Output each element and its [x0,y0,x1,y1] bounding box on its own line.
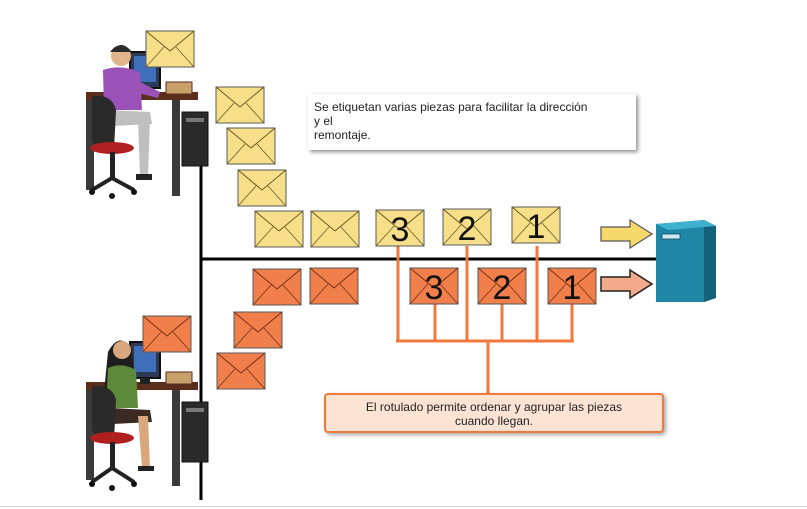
orange-arrow-icon [600,268,654,300]
server-icon [656,220,716,302]
top-caption-box: Se etiquetan varias piezas para facilita… [308,94,636,150]
yellow-label-3: 3 [391,211,410,249]
man-at-computer-icon [86,45,209,199]
orange-envelope-stream [142,267,597,390]
top-caption-line-2: y el [314,114,333,128]
yellow-label-1: 1 [527,208,546,246]
bottom-caption-box: El rotulado permite ordenar y agrupar la… [324,393,664,433]
orange-label-1: 1 [563,269,582,307]
top-caption-line-1: Se etiquetan varias piezas para facilita… [314,100,588,114]
orange-label-3: 3 [425,269,444,307]
top-caption-line-3: remontaje. [314,128,371,142]
bottom-caption-line-1: El rotulado permite ordenar y agrupar la… [365,400,623,414]
yellow-label-2: 2 [458,210,477,248]
woman-at-computer-icon [86,340,209,491]
orange-label-2: 2 [493,269,512,307]
bottom-caption-line-2: cuando llegan. [454,414,534,428]
orange-connector-bracket [396,246,574,394]
yellow-arrow-icon [600,218,654,250]
bottom-divider [0,506,807,507]
